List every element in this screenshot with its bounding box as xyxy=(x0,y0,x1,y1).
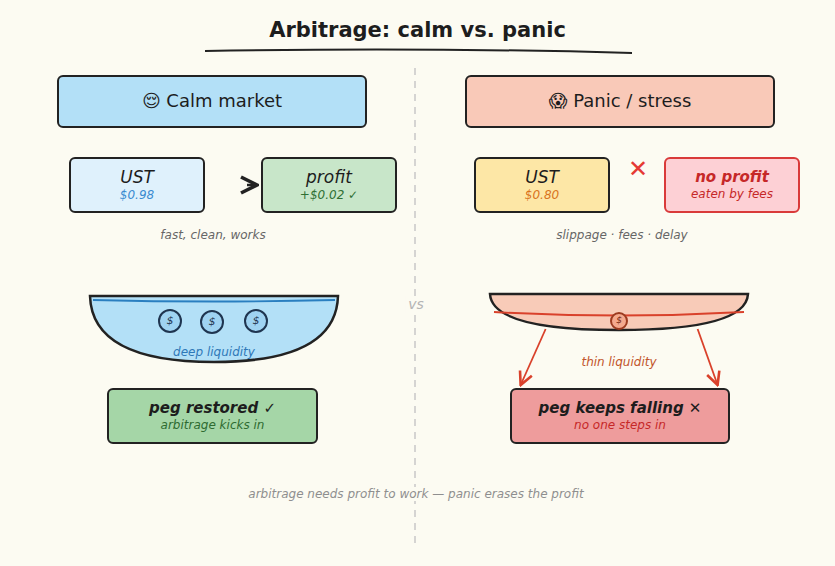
connector-arrow xyxy=(247,184,257,187)
node-subtext: eaten by fees xyxy=(691,187,773,202)
market-header: 😌 Calm market xyxy=(57,75,367,128)
outcome-box: peg restored ✓arbitrage kicks in xyxy=(107,388,318,444)
bowl-shape xyxy=(490,294,748,330)
node-subtext: $0.98 xyxy=(120,188,154,203)
node-heading: $ xyxy=(209,315,216,329)
node-heading: $ xyxy=(253,314,260,328)
node-subtext: +$0.02 ✓ xyxy=(300,188,358,203)
price-box: UST$0.98 xyxy=(69,157,205,213)
price-box: UST$0.80 xyxy=(474,157,610,213)
node-heading: $ xyxy=(616,315,622,326)
water-line xyxy=(93,300,335,302)
node-heading: 😱 Panic / stress xyxy=(549,90,692,113)
market-header: 😱 Panic / stress xyxy=(465,75,775,128)
connector-arrow xyxy=(521,329,546,385)
vs-mark: vs xyxy=(405,296,427,313)
caption-text: arbitrage needs profit to work — panic e… xyxy=(245,487,586,501)
node-heading: 😌 Calm market xyxy=(142,90,282,113)
note-text: slippage · fees · delay xyxy=(553,228,690,242)
coin: $ xyxy=(244,309,268,333)
node-heading: $ xyxy=(167,314,174,328)
node-subtext: no one steps in xyxy=(574,418,666,433)
connector-arrow xyxy=(698,329,718,385)
node-heading: UST xyxy=(525,167,559,188)
outcome-box: peg keeps falling ✕no one steps in xyxy=(510,388,730,444)
node-subtext: $0.80 xyxy=(525,188,559,203)
profit-box: profit+$0.02 ✓ xyxy=(261,157,397,213)
title-underline xyxy=(205,49,632,53)
node-heading: no profit xyxy=(695,168,769,187)
coin: $ xyxy=(158,309,182,333)
coin: $ xyxy=(200,310,224,334)
title-text: Arbitrage: calm vs. panic xyxy=(265,18,570,42)
node-heading: peg restored ✓ xyxy=(149,399,276,418)
liquidity-bowl: thin liquidity $ xyxy=(488,292,750,374)
title-box: Arbitrage: calm vs. panic xyxy=(0,18,835,42)
node-heading: peg keeps falling ✕ xyxy=(539,399,702,418)
bowl-shape xyxy=(90,296,338,362)
cross-mark: ✕ xyxy=(625,155,651,184)
node-heading: UST xyxy=(120,167,154,188)
node-heading: deep liquidity xyxy=(173,345,255,360)
node-heading: thin liquidity xyxy=(581,355,656,370)
node-subtext: arbitrage kicks in xyxy=(161,418,265,433)
liquidity-bowl: deep liquidity $ $ $ xyxy=(88,292,340,364)
coin: $ xyxy=(610,312,628,330)
note-text: fast, clean, works xyxy=(157,228,268,242)
no-profit-box: no profiteaten by fees xyxy=(664,157,800,213)
node-heading: profit xyxy=(306,167,352,188)
